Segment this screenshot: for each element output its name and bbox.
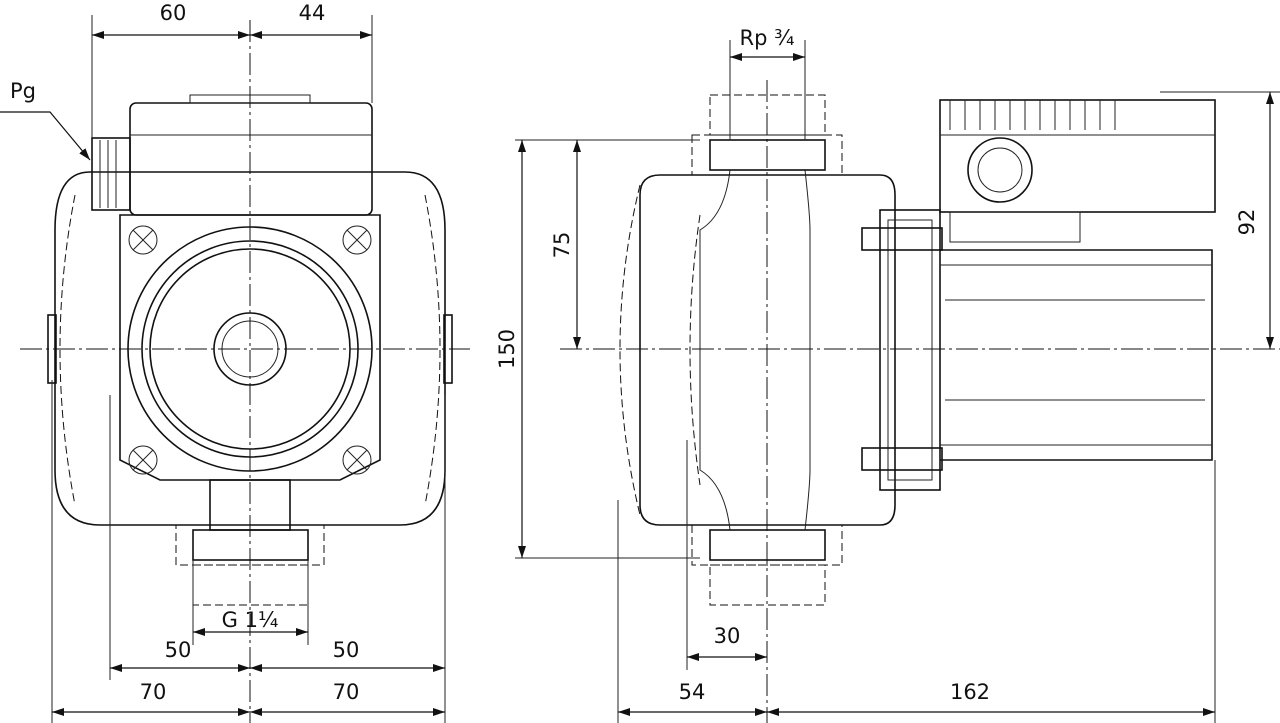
dim-92: 92 — [1235, 209, 1259, 236]
pg-label: Pg — [10, 79, 36, 103]
side-view: Rp ¾ 150 75 92 30 54 162 — [495, 26, 1280, 723]
cable-gland-icon — [91, 137, 131, 211]
speed-selector-knob-icon — [967, 137, 1033, 203]
thread-g-label: G 1¼ — [222, 608, 279, 632]
dim-54: 54 — [679, 680, 706, 704]
thread-rp-label: Rp ¾ — [740, 26, 795, 50]
dim-60: 60 — [160, 1, 187, 25]
dim-75: 75 — [550, 232, 574, 259]
dim-30: 30 — [714, 624, 741, 648]
dim-70-left: 70 — [140, 680, 167, 704]
dim-162: 162 — [950, 680, 990, 704]
dim-50-right: 50 — [333, 638, 360, 662]
dim-70-right: 70 — [333, 680, 360, 704]
front-view: 60 44 Pg G 1¼ 50 50 70 70 — [0, 1, 470, 723]
dim-150: 150 — [495, 329, 519, 369]
dim-50-left: 50 — [165, 638, 192, 662]
dim-44: 44 — [299, 1, 326, 25]
